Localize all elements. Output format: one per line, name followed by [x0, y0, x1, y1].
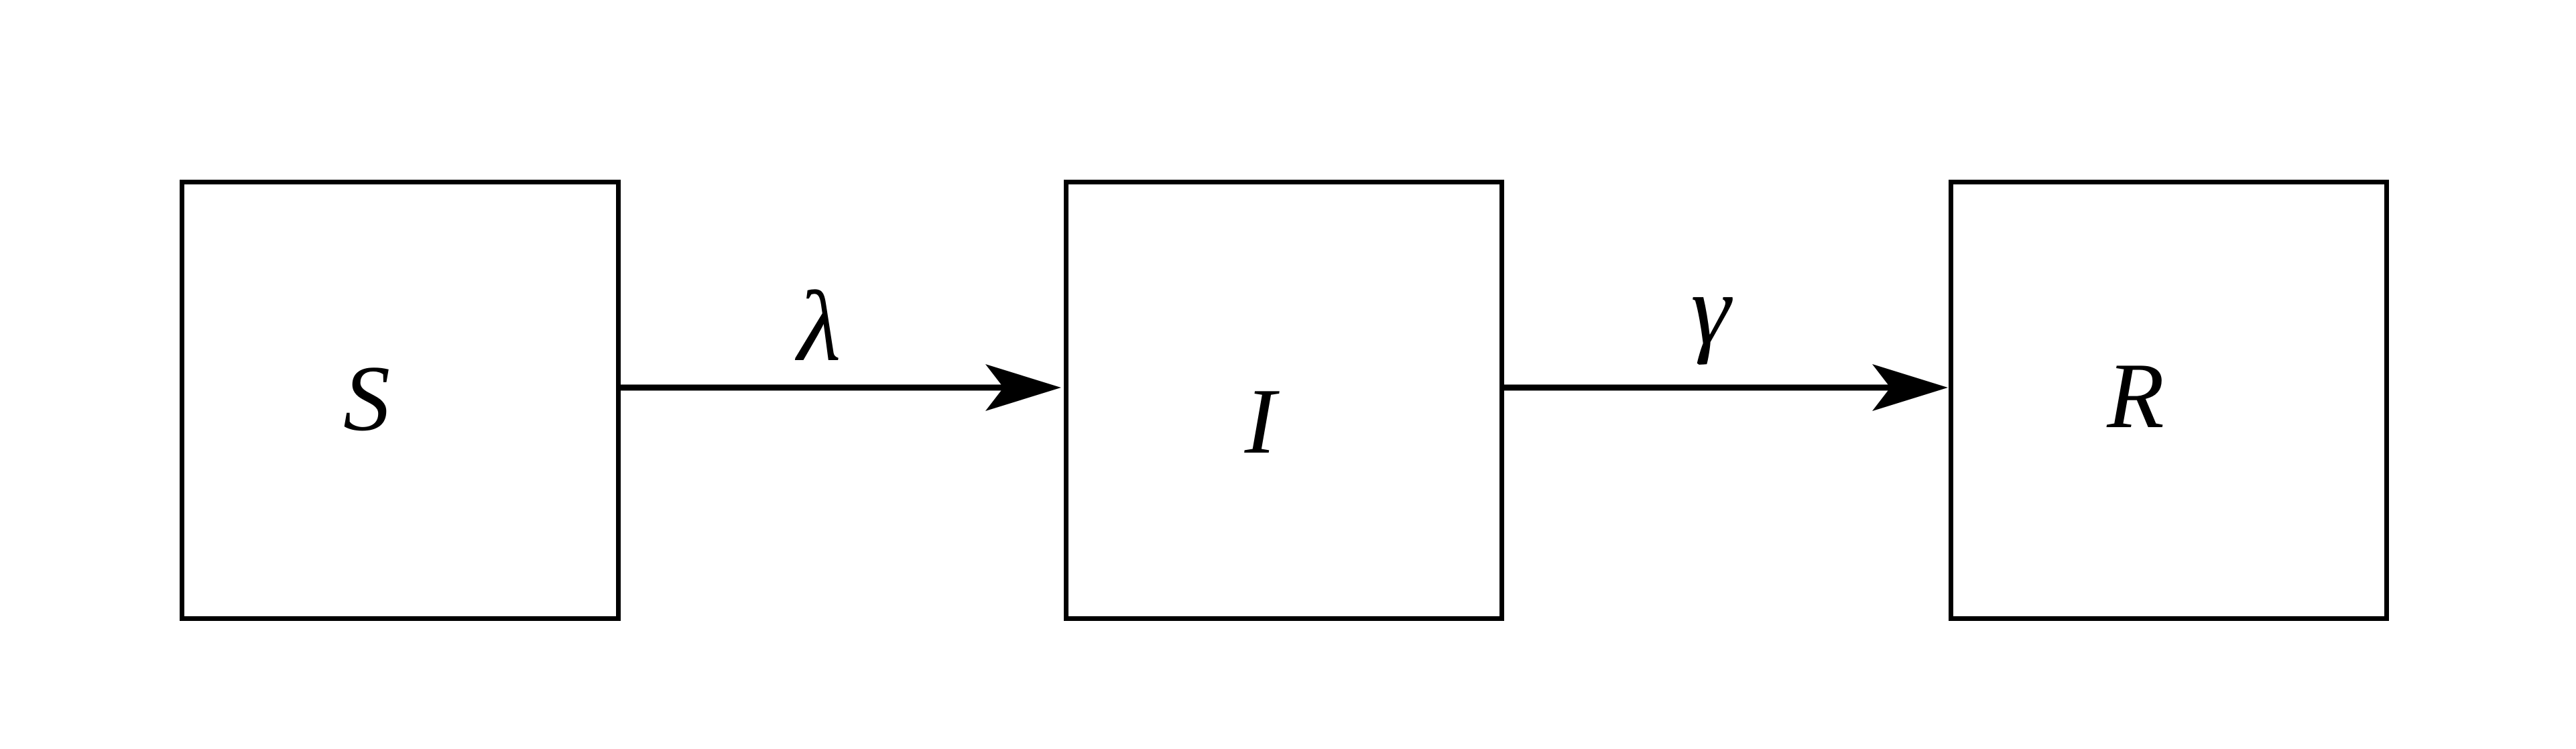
compartment-recovered-label: R	[2107, 344, 2164, 448]
compartment-infected-label: I	[1244, 369, 1276, 473]
compartment-infected	[1064, 180, 1504, 621]
arrow-s-to-i-head-icon	[985, 364, 1061, 411]
arrow-i-to-r-head-icon	[1872, 364, 1948, 411]
edge-label-lambda: λ	[797, 271, 841, 382]
arrow-i-to-r	[1504, 364, 1948, 411]
compartment-recovered	[1949, 180, 2389, 621]
compartment-susceptible	[180, 180, 621, 621]
edge-label-gamma: γ	[1691, 254, 1731, 365]
compartment-susceptible-label: S	[343, 347, 390, 451]
arrow-s-to-i	[620, 364, 1061, 411]
